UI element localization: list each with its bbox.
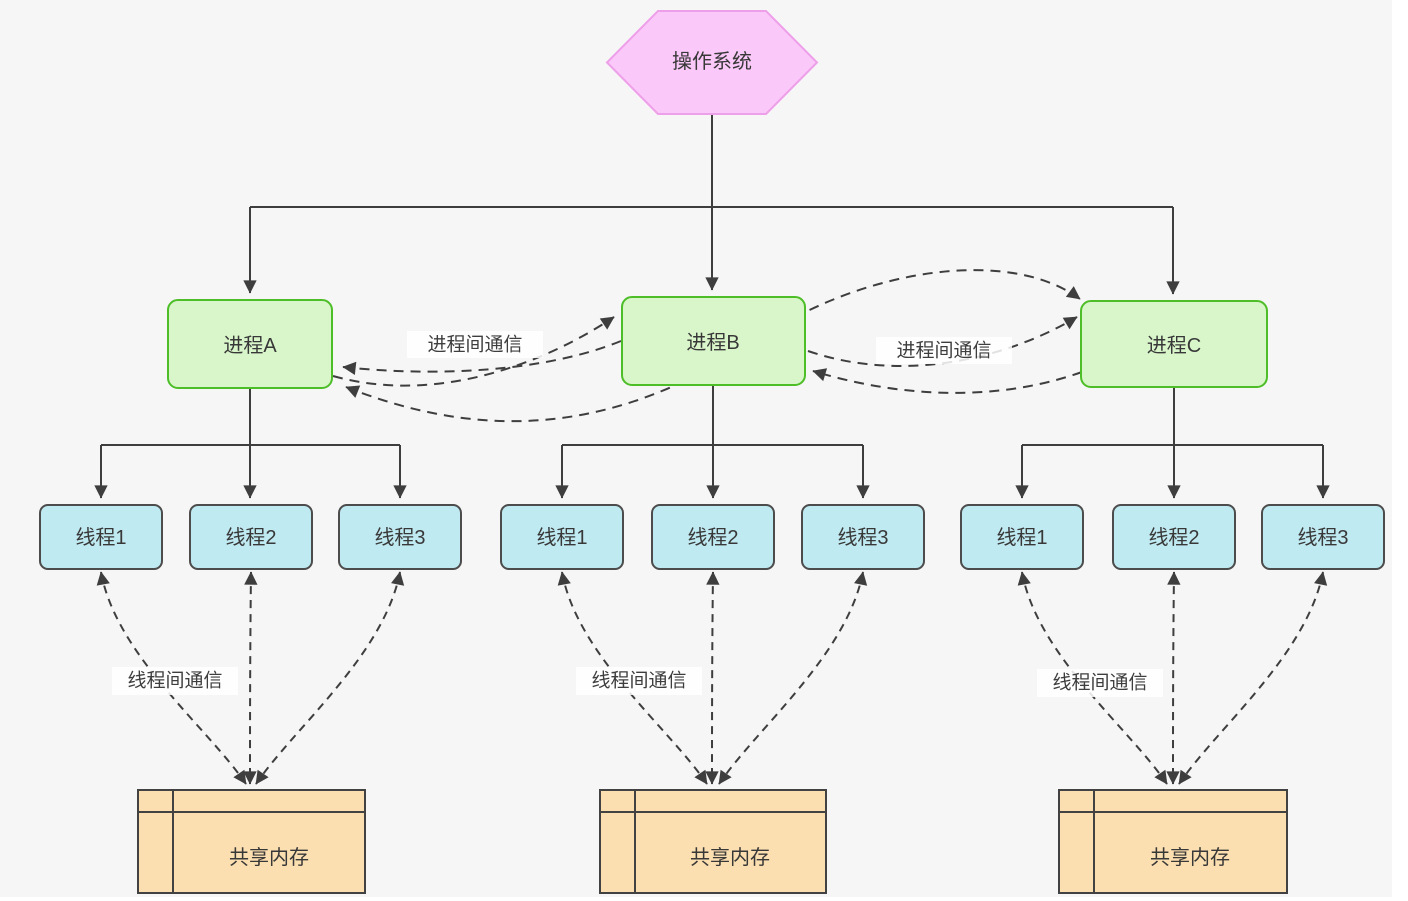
thread-node-a3: 线程3 [338,504,462,570]
hexagon-shape [605,10,819,115]
ipc-label-bc: 进程间通信 [876,337,1012,364]
process-node-c: 进程C [1080,300,1268,388]
thread-b3-label: 线程3 [837,526,888,549]
thread-b2-shape [651,504,775,570]
ipc-label-bc-text: 进程间通信 [896,340,991,362]
edges-threads-c-memory: 线程间通信 [1017,571,1328,785]
thread-comm-label-c: 线程间通信 [1037,669,1163,697]
os-node: 操作系统 [605,10,819,115]
thread-c3-shape [1261,504,1385,570]
label-background [576,667,702,695]
process-node-a: 进程A [167,299,333,389]
thread-comm-label-a: 线程间通信 [112,667,238,695]
process-b-shape [621,296,806,386]
thread-a2-shape [189,504,313,570]
thread-node-a1: 线程1 [39,504,163,570]
thread-comm-label-a-text: 线程间通信 [127,670,222,692]
thread-c2-label: 线程2 [1148,526,1199,549]
edge-os-to-processes [243,114,1180,295]
edge-thread-c2-memory [1166,571,1181,785]
ipc-label-ab-text: 进程间通信 [427,334,522,356]
memory-c-shape [1058,789,1288,894]
memory-a-label: 共享内存 [229,846,309,869]
thread-comm-label-c-text: 线程间通信 [1052,672,1147,694]
label-background [876,337,1012,364]
edges-interprocess-communication: 进程间通信 进程间通信 [332,269,1083,423]
thread-a3-label: 线程3 [374,526,425,549]
thread-comm-label-b: 线程间通信 [576,667,702,695]
thread-b1-label: 线程1 [536,526,587,549]
edge-b-to-c [807,316,1078,367]
process-c-label: 进程C [1147,334,1201,357]
edge-thread-c3-memory [1178,571,1328,785]
memory-node-b: 共享内存 [599,789,827,894]
memory-a-shape [137,789,366,894]
thread-node-b3: 线程3 [801,504,925,570]
edges-process-a-threads [94,388,407,499]
thread-node-c1: 线程1 [960,504,1084,570]
memory-b-shape [599,789,827,894]
edges-threads-a-memory: 线程间通信 [96,571,405,785]
thread-c2-shape [1112,504,1236,570]
edges-threads-b-memory: 线程间通信 [557,571,868,785]
edges-process-c-threads [1015,387,1330,499]
thread-a2-label: 线程2 [225,526,276,549]
label-background [407,331,543,358]
memory-c-label: 共享内存 [1150,846,1230,869]
thread-node-a2: 线程2 [189,504,313,570]
thread-node-c3: 线程3 [1261,504,1385,570]
label-background [112,667,238,695]
thread-a1-label: 线程1 [75,526,126,549]
thread-a3-shape [338,504,462,570]
thread-node-b1: 线程1 [500,504,624,570]
process-a-shape [167,299,333,389]
thread-node-b2: 线程2 [651,504,775,570]
process-a-label: 进程A [223,334,277,357]
thread-a1-shape [39,504,163,570]
edge-thread-b2-memory [705,571,720,785]
process-node-b: 进程B [621,296,806,386]
thread-b3-shape [801,504,925,570]
os-node-label: 操作系统 [672,50,752,73]
process-b-label: 进程B [686,331,739,354]
memory-node-c: 共享内存 [1058,789,1288,894]
memory-b-label: 共享内存 [690,846,770,869]
label-background [1037,669,1163,697]
thread-c1-shape [960,504,1084,570]
thread-b2-label: 线程2 [687,526,738,549]
process-c-shape [1080,300,1268,388]
thread-comm-label-b-text: 线程间通信 [591,670,686,692]
edge-thread-a3-memory [255,571,405,785]
edge-thread-a2-memory [243,571,258,785]
memory-node-a: 共享内存 [137,789,366,894]
ipc-label-ab: 进程间通信 [407,331,543,358]
thread-c3-label: 线程3 [1297,526,1348,549]
thread-b1-shape [500,504,624,570]
thread-c1-label: 线程1 [996,526,1047,549]
thread-node-c2: 线程2 [1112,504,1236,570]
edge-thread-b3-memory [718,571,868,785]
